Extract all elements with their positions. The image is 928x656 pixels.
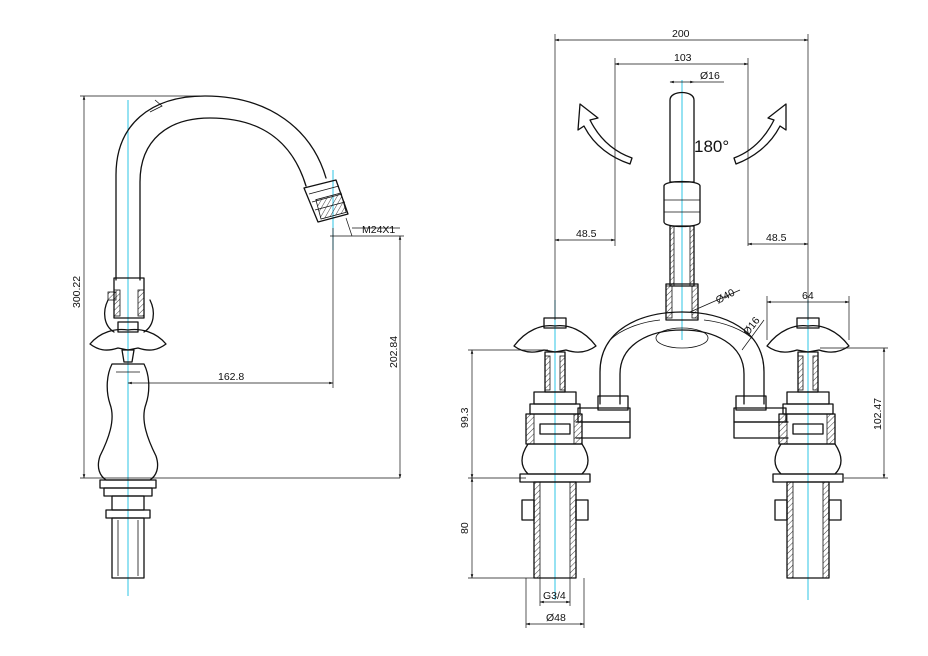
spout-inner <box>139 117 307 281</box>
front-view: 180° <box>459 28 888 628</box>
left-tap <box>513 317 597 579</box>
dim-height-left: 99.3 <box>459 407 471 428</box>
spout-outer <box>115 95 327 281</box>
dim-total-height: 300.22 <box>71 276 83 308</box>
rotation-label: 180° <box>694 137 729 156</box>
dim-height-right: 102.47 <box>872 398 884 430</box>
dim-bridge-diameter: Ø40 <box>714 287 737 307</box>
rotation-arrow-left <box>577 103 633 165</box>
dim-offset-right: 48.5 <box>766 232 787 244</box>
rotation-arrow-right <box>733 103 787 165</box>
side-view: 300.22 202.84 162.8 M24X1 <box>71 95 404 596</box>
dim-thread: G3/4 <box>543 590 566 602</box>
right-tap <box>766 317 850 579</box>
dim-spout-diameter: Ø16 <box>700 70 720 82</box>
dim-spout-reach: 162.8 <box>218 371 244 383</box>
dim-offset-left: 48.5 <box>576 228 597 240</box>
aerator <box>303 179 349 223</box>
dim-spout-height: 202.84 <box>388 336 400 368</box>
dim-spout-width: 103 <box>674 52 692 64</box>
dim-shank-length: 80 <box>459 522 471 534</box>
dim-centres: 200 <box>672 28 690 40</box>
dim-base-diameter: Ø48 <box>546 612 566 624</box>
dim-aerator-thread: M24X1 <box>362 224 395 236</box>
handle-side <box>89 321 167 363</box>
dim-handle-width: 64 <box>802 290 814 302</box>
spout-front <box>663 91 701 321</box>
